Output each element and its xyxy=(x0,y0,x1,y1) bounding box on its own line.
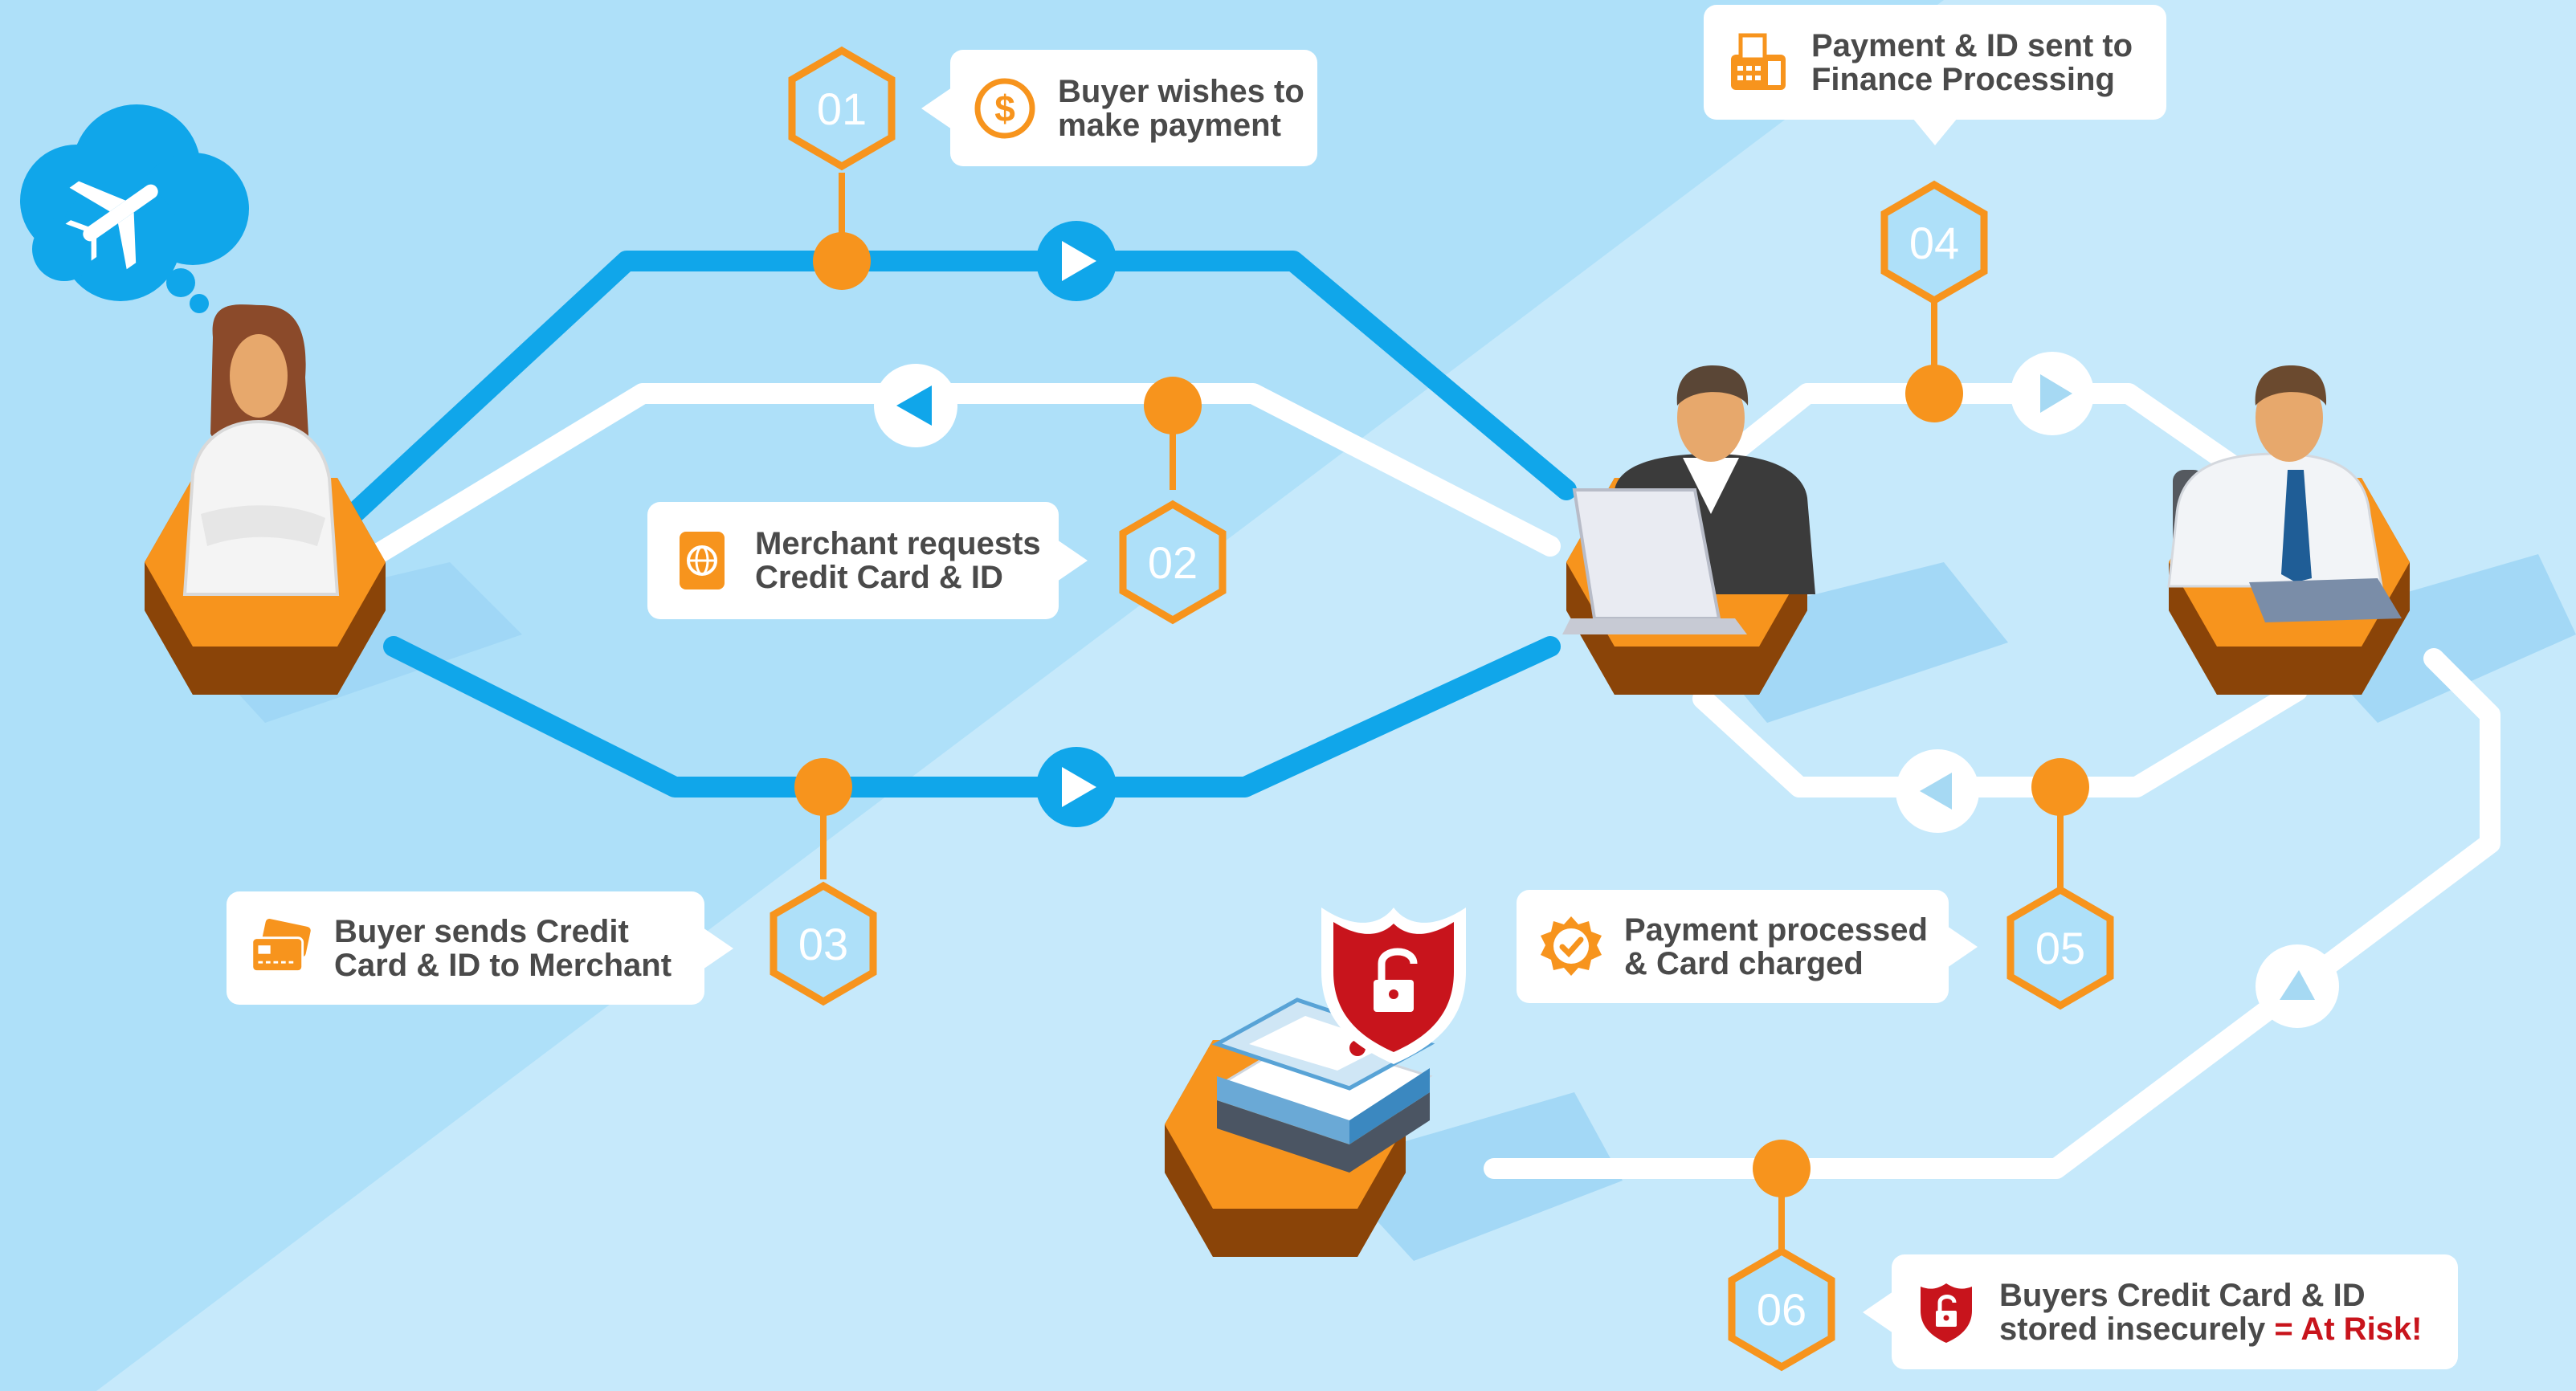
step-number-06: 06 xyxy=(1717,1245,1846,1373)
direction-arrow-icon xyxy=(1896,749,1979,833)
at-risk-label: = At Risk! xyxy=(2274,1311,2423,1347)
step-06-text-line1: Buyers Credit Card & ID xyxy=(1999,1277,2366,1313)
step-number-04: 04 xyxy=(1870,178,1998,307)
direction-arrow-icon xyxy=(874,364,957,447)
path-node xyxy=(2031,758,2089,816)
credit-cards-icon xyxy=(249,916,313,981)
background-light-band xyxy=(96,0,2576,1391)
path-node xyxy=(1753,1140,1811,1197)
step-03-text-line1: Buyer sends Credit xyxy=(334,913,629,949)
step-06-text-prefix: stored insecurely xyxy=(1999,1311,2266,1347)
svg-text:$: $ xyxy=(994,88,1015,129)
direction-arrow-icon xyxy=(2011,352,2094,435)
step-number-label: 02 xyxy=(1147,536,1198,588)
step-number-label: 05 xyxy=(2035,922,2086,973)
direction-arrow-icon xyxy=(1036,221,1117,301)
step-number-label: 01 xyxy=(816,83,868,134)
platform-shadow xyxy=(1325,1092,1623,1261)
merchant-figure xyxy=(1562,365,1815,634)
laptop-screen xyxy=(1572,488,1721,620)
step-number-label: 03 xyxy=(798,918,849,969)
step-number-03: 03 xyxy=(759,879,888,1008)
path-buyer-intent xyxy=(343,251,1577,524)
step-number-label: 06 xyxy=(1756,1283,1807,1335)
unlocked-shield-icon xyxy=(1914,1280,1978,1344)
step-04-text-line1: Payment & ID sent to xyxy=(1811,27,2133,63)
path-node xyxy=(813,232,871,290)
approved-badge-icon xyxy=(1539,915,1603,979)
step-03-text-line2: Card & ID to Merchant xyxy=(334,947,672,983)
airplane-icon xyxy=(65,181,158,270)
dollar-coin-icon: $ xyxy=(973,76,1037,141)
step-02-text-line1: Merchant requests xyxy=(755,526,1041,561)
path-node xyxy=(1905,365,1963,422)
step-06-text-line2: stored insecurely = At Risk! xyxy=(1999,1312,2423,1346)
step-05-text-line1: Payment processed xyxy=(1624,912,1928,948)
step-05-text-line2: & Card charged xyxy=(1624,945,1864,981)
step-05-callout: Payment processed& Card charged xyxy=(1517,890,1978,1003)
direction-arrow-icon xyxy=(2256,944,2339,1028)
step-number-05: 05 xyxy=(1996,883,2125,1012)
path-to-finance xyxy=(1717,383,2243,476)
step-01-text-line2: make payment xyxy=(1058,107,1281,143)
buyer-figure xyxy=(182,304,340,596)
path-node xyxy=(1144,377,1202,434)
step-04-text-line2: Finance Processing xyxy=(1811,61,2115,97)
step-01-text-line1: Buyer wishes to xyxy=(1058,73,1304,109)
path-node xyxy=(794,758,852,816)
step-number-label: 04 xyxy=(1909,217,1960,268)
step-02-text-line2: Credit Card & ID xyxy=(755,560,1003,595)
step-number-02: 02 xyxy=(1108,498,1237,626)
direction-arrow-icon xyxy=(1036,747,1117,827)
fax-machine-icon xyxy=(1726,31,1790,95)
path-buyer-sends xyxy=(383,636,1561,797)
step-number-01: 01 xyxy=(778,44,906,173)
document-tray xyxy=(1211,997,1435,1173)
path-to-storage xyxy=(1484,648,2500,1179)
platform-shadow xyxy=(1687,562,2008,723)
unlocked-shield-icon xyxy=(1321,908,1466,1064)
passport-icon xyxy=(670,528,734,593)
finance-figure xyxy=(2167,365,2402,622)
